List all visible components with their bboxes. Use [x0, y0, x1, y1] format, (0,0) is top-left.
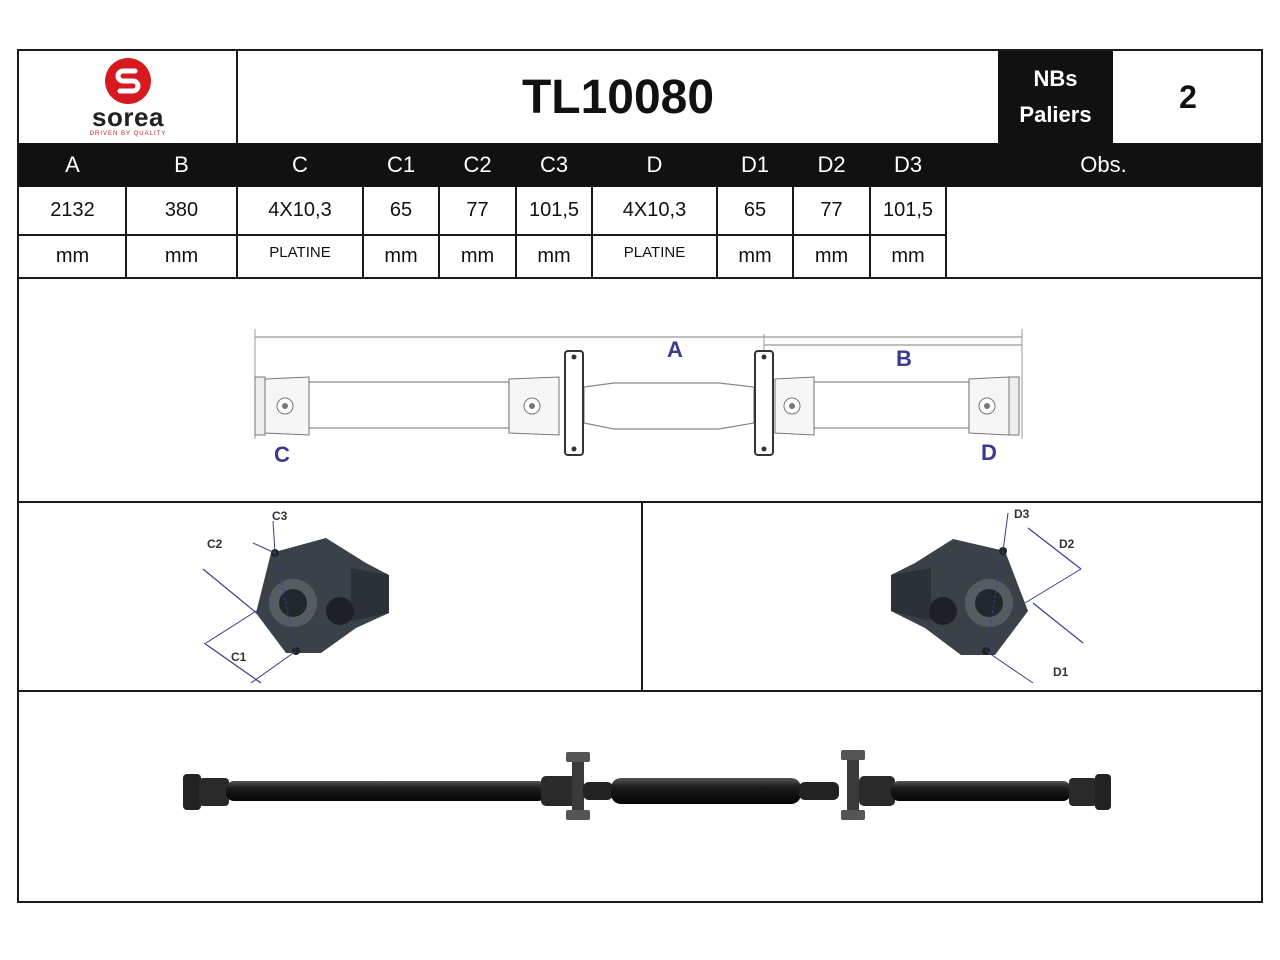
unit-d1: mm [738, 244, 772, 267]
header-a: A [65, 152, 80, 177]
label-c: C [274, 442, 290, 467]
table-col-divider [716, 187, 718, 277]
label-a: A [667, 337, 683, 362]
unit-d2: mm [814, 244, 849, 267]
label-b: B [896, 346, 912, 371]
label-d2: D2 [1059, 537, 1075, 551]
header-d2: D2 [817, 152, 846, 177]
shaft-dimension-diagram: A B C D [254, 329, 1023, 467]
sorea-logo-icon [105, 57, 151, 104]
section-divider [19, 690, 1261, 692]
drive-shaft-icon [183, 750, 1111, 820]
value-c1: 65 [389, 198, 413, 221]
header-c2: C2 [463, 152, 492, 177]
section-divider [19, 501, 1261, 503]
header-c3: C3 [539, 152, 569, 177]
brand-tagline: DRIVEN BY QUALITY [89, 130, 167, 137]
label-c2: C2 [207, 537, 223, 551]
table-col-divider [869, 187, 871, 277]
value-d2: 77 [820, 198, 843, 221]
value-c3: 101,5 [528, 198, 580, 221]
unit-b: mm [164, 244, 199, 267]
header-b: B [174, 152, 189, 177]
bearings-count: 2 [1179, 78, 1197, 115]
part-reference: TL10080 [521, 70, 715, 124]
header-d: D [646, 152, 663, 177]
table-row-divider [19, 234, 946, 236]
unit-a: mm [55, 244, 90, 267]
bearings-label-paliers: Paliers [1019, 102, 1092, 127]
brand-name: sorea [92, 101, 164, 132]
table-col-divider [945, 187, 947, 277]
unit-d3: mm [891, 244, 925, 267]
label-d3: D3 [1014, 507, 1030, 521]
table-header-bar [19, 143, 1261, 187]
header-c1: C1 [386, 152, 416, 177]
table-col-divider [591, 187, 593, 277]
value-c2: 77 [466, 198, 489, 221]
value-c: 4X10,3 [268, 198, 332, 221]
unit-d: PLATINE [623, 243, 686, 261]
header-d3: D3 [893, 152, 923, 177]
flange-d-icon [891, 539, 1028, 655]
unit-c2: mm [460, 244, 495, 267]
flange-c-detail: C2 C3 C1 [202, 509, 389, 684]
table-col-divider [236, 187, 238, 277]
brand-logo: sorea DRIVEN BY QUALITY [19, 51, 237, 143]
table-col-divider [792, 187, 794, 277]
unit-c: PLATINE [269, 243, 331, 261]
section-divider [641, 501, 643, 690]
header-c: C [292, 152, 308, 177]
spec-sheet-frame [17, 49, 1263, 903]
bearings-label-nbs: NBs [1033, 66, 1078, 91]
value-d3: 101,5 [882, 198, 934, 221]
header-d1: D1 [740, 152, 770, 177]
table-col-divider [125, 187, 127, 277]
drive-shaft-photo [183, 750, 1111, 820]
value-d: 4X10,3 [622, 198, 687, 221]
divider [236, 51, 238, 143]
value-a: 2132 [50, 198, 95, 221]
value-b: 380 [164, 198, 199, 221]
unit-c1: mm [384, 244, 418, 267]
table-col-divider [515, 187, 517, 277]
header-obs: Obs. [1080, 152, 1127, 177]
value-d1: 65 [743, 198, 767, 221]
label-d: D [981, 440, 997, 465]
table-col-divider [362, 187, 364, 277]
label-c3: C3 [272, 509, 288, 523]
label-c1: C1 [231, 650, 247, 664]
flange-c-icon [256, 538, 389, 655]
table-col-divider [438, 187, 440, 277]
label-d1: D1 [1053, 665, 1069, 679]
table-bottom-divider [19, 277, 1261, 279]
flange-d-detail: D3 D2 D1 [891, 507, 1084, 684]
bearings-label: NBs Paliers [998, 51, 1113, 143]
unit-c3: mm [537, 244, 571, 267]
